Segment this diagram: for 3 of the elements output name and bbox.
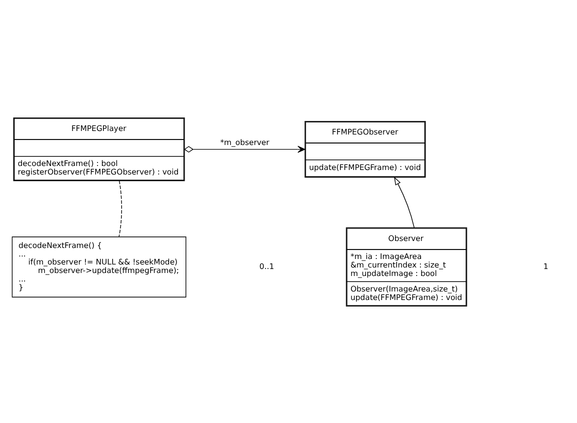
arrow xyxy=(184,145,306,152)
connector xyxy=(118,180,122,237)
arrow xyxy=(394,176,415,228)
